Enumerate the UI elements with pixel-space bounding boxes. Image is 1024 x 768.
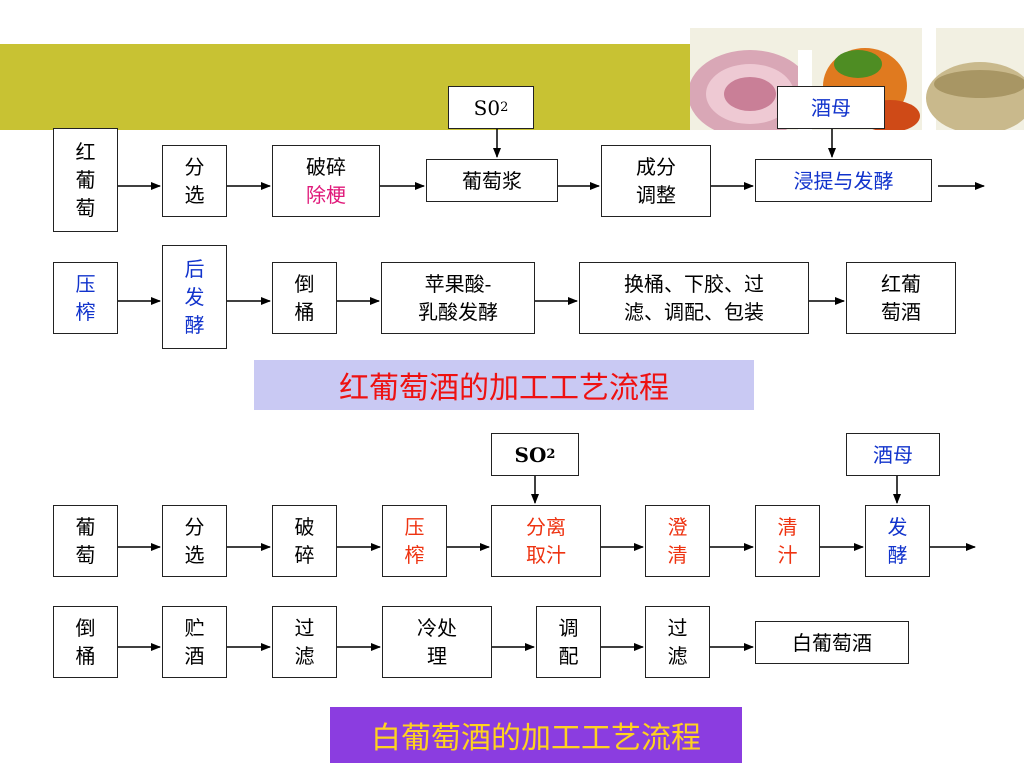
step-label: 倒 桶 — [75, 616, 96, 668]
so2-subscript: 2 — [500, 99, 509, 115]
step-sorting-white: 分 选 — [162, 505, 227, 577]
yeast-input-box-white: 酒母 — [846, 433, 940, 476]
yeast-label: 酒母 — [811, 95, 851, 120]
step-label: 葡 萄 — [75, 515, 96, 567]
step-racking-white: 倒 桶 — [53, 606, 118, 678]
step-filtration: 过 滤 — [272, 606, 337, 678]
step-pressing: 压 榨 — [53, 262, 118, 334]
step-finishing: 换桶、下胶、过 滤、调配、包装 — [579, 262, 809, 334]
step-juice-separation: 分离 取汁 — [491, 505, 601, 577]
yeast-input-box: 酒母 — [777, 86, 885, 129]
step-pressing-white: 压 榨 — [382, 505, 447, 577]
step-cold-treatment: 冷处 理 — [382, 606, 492, 678]
step-must: 葡萄浆 — [426, 159, 558, 202]
step-clear-juice: 清 汁 — [755, 505, 820, 577]
step-label: 浸提与发酵 — [793, 168, 894, 193]
step-label: 成分 调整 — [636, 155, 676, 207]
step-label: 发 酵 — [887, 515, 908, 567]
step-label: 调 配 — [558, 616, 579, 668]
step-label: 白葡萄酒 — [792, 630, 872, 655]
step-crushing: 破 碎 — [272, 505, 337, 577]
step-adjust: 成分 调整 — [601, 145, 711, 217]
step-malolactic: 苹果酸- 乳酸发酵 — [381, 262, 535, 334]
step-red-grape: 红 葡 萄 — [53, 128, 118, 232]
step-label: 苹果酸- 乳酸发酵 — [418, 272, 498, 324]
step-blending: 调 配 — [536, 606, 601, 678]
so2-label: SO — [514, 442, 547, 467]
step-label: 破 碎 — [294, 515, 315, 567]
step-label: 破碎 — [306, 155, 346, 179]
step-racking: 倒 桶 — [272, 262, 337, 334]
so2-subscript: 2 — [546, 446, 556, 462]
step-label: 倒 桶 — [294, 272, 315, 324]
step-white-wine: 白葡萄酒 — [755, 621, 909, 664]
step-label: 红葡 萄酒 — [881, 272, 921, 324]
step-label-destem: 除梗 — [306, 183, 346, 207]
step-sorting: 分 选 — [162, 145, 227, 217]
step-maceration: 浸提与发酵 — [755, 159, 932, 202]
step-grape: 葡 萄 — [53, 505, 118, 577]
step-clarification: 澄 清 — [645, 505, 710, 577]
so2-label: S0 — [473, 95, 501, 120]
step-label: 贮 酒 — [184, 616, 205, 668]
step-label: 红 葡 萄 — [75, 140, 96, 220]
step-red-wine: 红葡 萄酒 — [846, 262, 956, 334]
step-aging: 贮 酒 — [162, 606, 227, 678]
step-filtration-2: 过 滤 — [645, 606, 710, 678]
step-crush-destem: 破碎 除梗 — [272, 145, 380, 217]
step-label: 分 选 — [184, 155, 205, 207]
step-label: 冷处 理 — [417, 616, 457, 668]
step-label: 后 发 酵 — [184, 257, 205, 337]
white-wine-title: 白葡萄酒的加工工艺流程 — [330, 707, 742, 763]
step-label: 葡萄浆 — [462, 168, 522, 193]
step-label: 过 滤 — [294, 616, 315, 668]
step-post-fermentation: 后 发 酵 — [162, 245, 227, 349]
step-fermentation: 发 酵 — [865, 505, 930, 577]
step-label: 清 汁 — [777, 515, 798, 567]
step-label: 过 滤 — [667, 616, 688, 668]
red-wine-title: 红葡萄酒的加工工艺流程 — [254, 360, 754, 410]
step-label: 分 选 — [184, 515, 205, 567]
step-label: 压 榨 — [75, 272, 96, 324]
step-label: 换桶、下胶、过 滤、调配、包装 — [624, 272, 764, 324]
step-label: 分离 取汁 — [526, 515, 566, 567]
step-label: 压 榨 — [404, 515, 425, 567]
yeast-label: 酒母 — [873, 442, 913, 467]
step-label: 澄 清 — [667, 515, 688, 567]
